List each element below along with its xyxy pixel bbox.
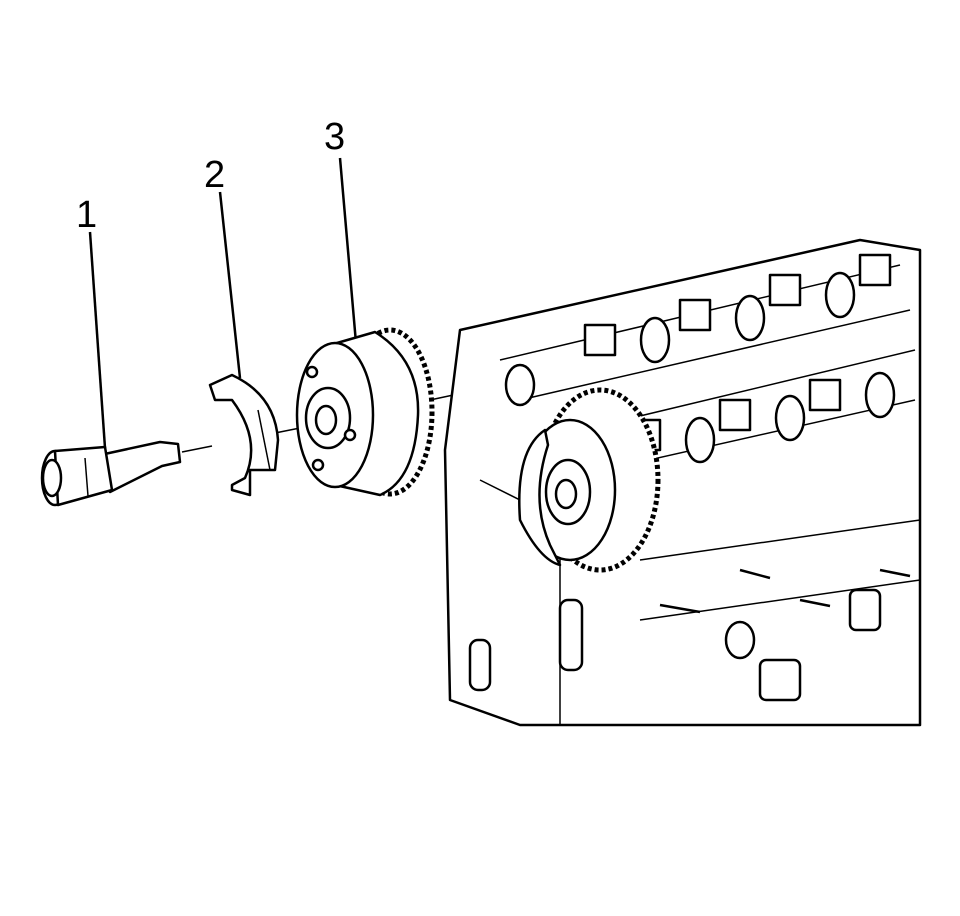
callout-2: 2	[204, 154, 226, 196]
leader-line-3	[338, 157, 358, 344]
part-1-bolt	[40, 440, 182, 507]
part-2-bracket	[208, 373, 280, 497]
part-3-sprocket	[295, 327, 435, 497]
leader-line-2	[218, 191, 242, 379]
leader-line-1	[88, 231, 107, 449]
callout-1: 1	[76, 194, 98, 236]
callout-3: 3	[324, 116, 346, 158]
engine-cylinder-head	[443, 238, 922, 727]
